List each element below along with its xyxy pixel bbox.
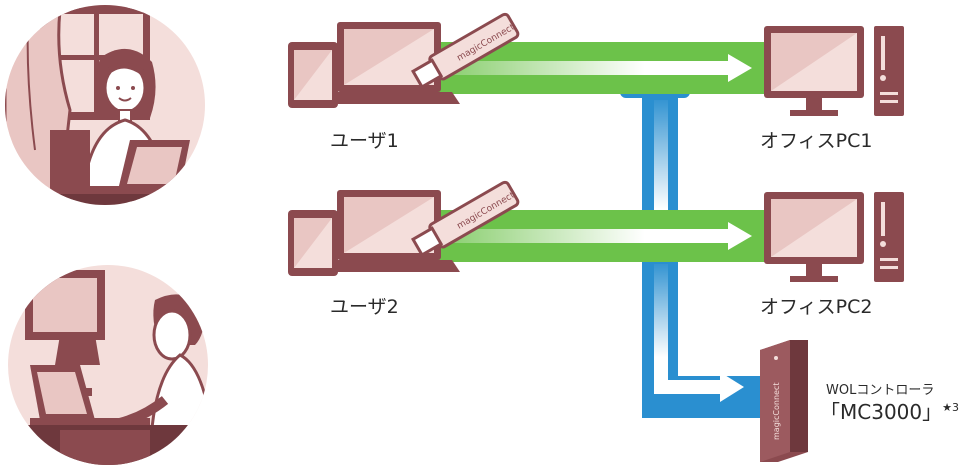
office-pc1-icon [764,26,904,116]
man-at-home-illustration [8,265,208,465]
remote-connection-arrow-1 [438,42,765,94]
product-name-text: 「MC3000」 [820,400,943,424]
user2-label: ユーザ2 [330,296,399,318]
user1-label: ユーザ1 [330,130,399,152]
footnote-mark: ★3 [942,401,959,414]
woman-at-home-illustration [5,5,205,205]
remote-connection-arrow-2 [438,210,765,262]
product-name-label: 「MC3000」★3 [820,402,959,422]
wol-controller-label: WOLコントローラ [826,383,935,398]
user2-devices [288,190,460,276]
wol-controller-device: magicConnect [760,340,808,462]
device-brand-text: magicConnect [772,383,781,440]
office-pc2-label: オフィスPC2 [760,296,873,318]
user1-devices [288,22,460,108]
office-pc2-icon [764,192,904,282]
office-pc1-label: オフィスPC1 [760,130,873,152]
